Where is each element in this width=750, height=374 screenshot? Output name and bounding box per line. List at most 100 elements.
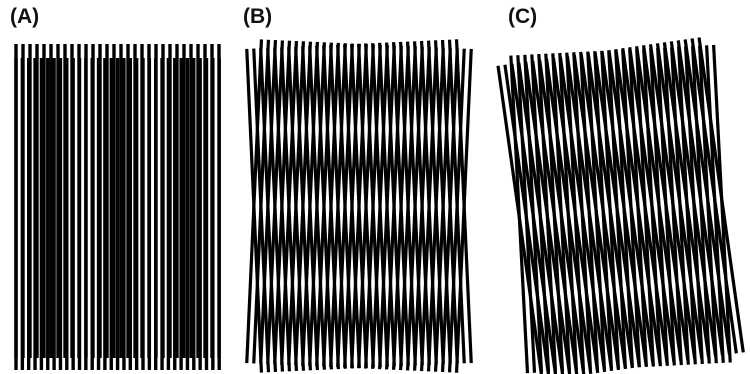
grating-b2-line xyxy=(329,43,347,367)
panel-b-label: (B) xyxy=(243,5,273,28)
grating-b2-line xyxy=(454,48,473,373)
grating-b2-line xyxy=(252,39,271,364)
grating-a1-line xyxy=(196,44,200,358)
grating-a2-line xyxy=(192,58,196,370)
grating-a2-line xyxy=(128,58,132,370)
grating-a2-line xyxy=(134,58,139,370)
grating-c2-line xyxy=(663,47,683,366)
grating-a1-line xyxy=(105,44,109,358)
grating-c2-line xyxy=(530,54,551,373)
grating-c2-line xyxy=(656,47,676,366)
grating-c2-line xyxy=(698,45,718,364)
grating-b2-line xyxy=(433,47,452,372)
grating-c2-line xyxy=(509,55,530,374)
grating-a2-line xyxy=(39,58,44,370)
grating-a2-line xyxy=(71,58,75,370)
grating-c2-line xyxy=(705,45,725,363)
grating-c2-line xyxy=(586,51,607,370)
grating-a2-line xyxy=(198,58,202,370)
grating-b2-line xyxy=(419,47,438,372)
grating-c2-line xyxy=(635,48,655,367)
grating-b2-line xyxy=(447,48,466,373)
panel-b: (B) xyxy=(240,0,495,374)
grating-c2-line xyxy=(649,48,669,366)
grating-b2-line xyxy=(322,42,340,367)
grating-b2-line xyxy=(336,43,354,368)
grating-b2-line xyxy=(399,46,417,371)
panel-c-label: (C) xyxy=(508,5,538,28)
grating-a1-line xyxy=(56,44,60,358)
grating-a2-line xyxy=(14,58,18,370)
grating-a2-line xyxy=(20,58,25,370)
grating-a2-line xyxy=(122,58,126,370)
grating-c2-line xyxy=(670,47,690,365)
grating-b2-line xyxy=(308,42,326,367)
panel-a: (A) xyxy=(0,0,240,374)
grating-b2-line xyxy=(440,48,459,373)
grating-a2-line xyxy=(103,58,107,370)
grating-b2-line xyxy=(294,41,313,366)
grating-a1-line xyxy=(126,44,130,358)
grating-c2-line xyxy=(523,54,544,373)
grating-c2-line xyxy=(544,53,565,372)
grating-a2-line xyxy=(154,58,158,370)
grating-a2-line xyxy=(115,58,120,370)
grating-c2-line xyxy=(711,44,732,363)
grating-a2-line xyxy=(84,58,88,370)
grating-b2-line xyxy=(343,43,361,368)
grating-a1-line xyxy=(119,44,123,358)
grating-a1-line xyxy=(182,44,186,358)
panel-c-grating xyxy=(496,37,745,374)
grating-c2-line xyxy=(593,51,613,369)
grating-a2-line xyxy=(33,58,37,370)
panel-b-grating xyxy=(245,39,473,373)
grating-b2-line xyxy=(280,40,299,365)
grating-b2-line xyxy=(350,44,368,368)
grating-b2-line xyxy=(357,44,375,369)
grating-b2-line xyxy=(392,46,410,370)
grating-b2-line xyxy=(371,45,389,369)
grating-a1-line xyxy=(189,44,193,358)
grating-a2-line xyxy=(52,58,56,370)
panel-c: (C) xyxy=(495,0,750,374)
grating-a2-line xyxy=(166,58,171,370)
grating-c2-line xyxy=(677,46,697,365)
grating-c2-line xyxy=(572,52,593,370)
grating-c2-line xyxy=(537,54,558,372)
grating-a2-line xyxy=(58,58,63,370)
grating-a1-line xyxy=(175,44,179,358)
grating-a2-line xyxy=(217,58,221,370)
grating-c2 xyxy=(509,44,732,374)
grating-b2-line xyxy=(273,40,292,365)
grating-c2-line xyxy=(579,51,600,370)
grating-a2-line xyxy=(27,58,31,370)
grating-a2-line xyxy=(65,58,69,370)
grating-a2-line xyxy=(173,58,177,370)
grating-b2-line xyxy=(405,46,424,371)
grating-a2-line xyxy=(160,58,164,370)
grating-a2-line xyxy=(204,58,209,370)
grating-a2-line xyxy=(185,58,190,370)
grating-b2-line xyxy=(266,40,285,365)
grating-a1-line xyxy=(35,44,39,358)
grating-a2-line xyxy=(46,58,50,370)
grating-b2-line xyxy=(378,45,396,370)
grating-b2-line xyxy=(259,40,278,364)
grating-a2-line xyxy=(96,58,101,370)
grating-b2-line xyxy=(245,39,264,364)
grating-a2-line xyxy=(90,58,94,370)
grating-c2-line xyxy=(621,49,641,368)
grating-c2-line xyxy=(565,52,586,371)
panel-a-label: (A) xyxy=(10,5,40,28)
grating-b2-line xyxy=(287,41,306,366)
grating-c2-line xyxy=(628,49,648,367)
grating-a2-line xyxy=(141,58,145,370)
grating-a2-line xyxy=(179,58,183,370)
grating-c2-line xyxy=(614,49,634,368)
grating-a1-line xyxy=(42,44,46,358)
grating-a2-line xyxy=(109,58,113,370)
grating-b2-line xyxy=(364,44,382,369)
grating-a1-line xyxy=(112,44,116,358)
grating-b2-line xyxy=(426,47,445,372)
grating-c2-line xyxy=(600,50,620,369)
